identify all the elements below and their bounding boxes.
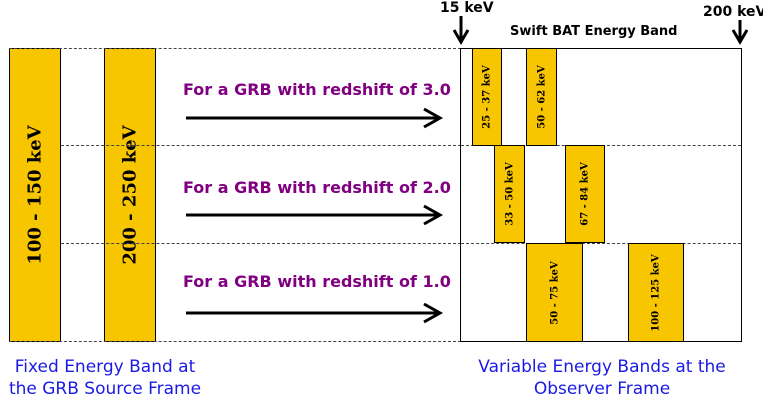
observer-band-label: 50 - 75 keV bbox=[549, 260, 560, 325]
source-band-100-150: 100 - 150 keV bbox=[9, 48, 61, 342]
observer-band-100-125: 100 - 125 keV bbox=[628, 243, 684, 342]
row-divider-top bbox=[9, 48, 461, 49]
row-divider-2 bbox=[61, 243, 461, 244]
observer-band-67-84: 67 - 84 keV bbox=[565, 145, 605, 243]
source-band-200-250: 200 - 250 keV bbox=[104, 48, 156, 342]
observer-band-25-37: 25 - 37 keV bbox=[472, 48, 502, 146]
arrow-head-1 bbox=[423, 302, 444, 324]
source-caption-line1: Fixed Energy Band at bbox=[14, 357, 196, 377]
low-energy-marker: 15 keV bbox=[440, 0, 494, 16]
observer-band-label: 100 - 125 keV bbox=[650, 253, 662, 332]
source-frame-caption: Fixed Energy Band at the GRB Source Fram… bbox=[0, 356, 210, 400]
observer-caption-line2: Observer Frame bbox=[533, 379, 671, 399]
observer-band-label: 33 - 50 keV bbox=[504, 162, 515, 226]
observer-band-50-75: 50 - 75 keV bbox=[526, 243, 583, 342]
observer-frame-caption: Variable Energy Bands at the Observer Fr… bbox=[462, 356, 742, 400]
observer-band-33-50: 33 - 50 keV bbox=[494, 145, 525, 243]
observer-band-50-62: 50 - 62 keV bbox=[526, 48, 557, 146]
observer-band-label: 25 - 37 keV bbox=[481, 65, 493, 129]
source-caption-line2: the GRB Source Frame bbox=[8, 379, 202, 399]
swift-bat-band-title: Swift BAT Energy Band bbox=[510, 24, 678, 39]
observer-caption-line1: Variable Energy Bands at the bbox=[478, 357, 726, 377]
low-marker-arrow-head bbox=[452, 29, 470, 45]
redshift-text-2: For a GRB with redshift of 2.0 bbox=[183, 178, 451, 197]
row-divider-1 bbox=[61, 145, 461, 146]
arrow-head-2 bbox=[423, 204, 444, 226]
high-marker-arrow-head bbox=[731, 29, 749, 45]
redshift-text-1: For a GRB with redshift of 1.0 bbox=[183, 272, 451, 291]
redshift-text-3: For a GRB with redshift of 3.0 bbox=[183, 80, 451, 99]
row-divider-bottom bbox=[9, 341, 461, 342]
high-energy-marker: 200 keV bbox=[703, 4, 763, 20]
observer-row-divider-2 bbox=[461, 243, 741, 244]
observer-band-label: 50 - 62 keV bbox=[536, 65, 547, 129]
arrow-head-3 bbox=[423, 107, 444, 129]
observer-band-label: 67 - 84 keV bbox=[579, 162, 591, 226]
